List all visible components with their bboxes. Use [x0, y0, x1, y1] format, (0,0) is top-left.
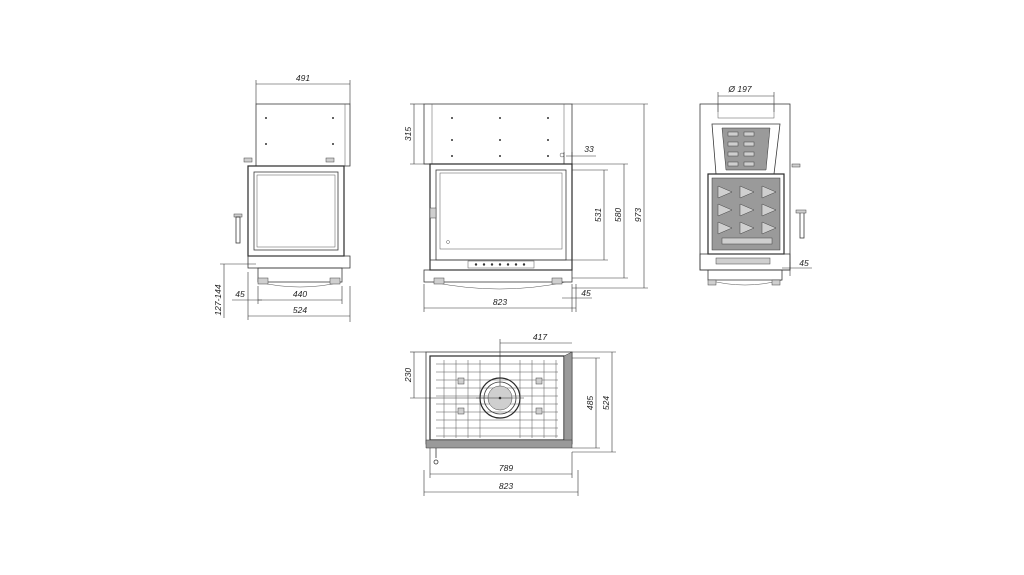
- label-485: 485: [585, 396, 595, 410]
- dim-step: 33: [563, 144, 596, 164]
- handle-icon-main: [429, 207, 437, 219]
- door-frame: [247, 165, 345, 257]
- label-524-left: 524: [293, 305, 307, 315]
- handle-icon: [233, 213, 243, 218]
- dim-plan-total-depth: 524: [572, 351, 616, 453]
- label-230: 230: [403, 368, 413, 383]
- baffle: [721, 127, 771, 171]
- upper-casing: [255, 103, 351, 167]
- dim-left-foot: 45: [232, 272, 262, 320]
- label-524-plan: 524: [601, 396, 611, 410]
- view-front-left: 491 127-144 45: [213, 73, 351, 322]
- handle-icon-plan: [433, 459, 439, 465]
- dim-side-foot: 45: [782, 258, 812, 276]
- label-491: 491: [296, 73, 310, 83]
- dim-plan-inner-width: 789: [429, 448, 573, 478]
- label-531: 531: [593, 208, 603, 222]
- dim-flue: Ø 197: [717, 84, 775, 112]
- dim-top-width: 491: [255, 73, 351, 104]
- label-580: 580: [613, 208, 623, 222]
- dim-main-width: 823: [423, 284, 577, 312]
- label-127-144: 127-144: [213, 284, 223, 315]
- label-973: 973: [633, 208, 643, 222]
- handle-icon-side: [791, 163, 801, 168]
- door-frame-main: [429, 163, 573, 271]
- label-45-left: 45: [235, 289, 245, 299]
- dim-door-height: 580: [572, 163, 628, 279]
- logo-icon: [446, 240, 450, 244]
- label-417: 417: [533, 332, 547, 342]
- dim-left-height: 127-144: [213, 263, 256, 318]
- dim-base-inner: 440: [257, 286, 343, 304]
- dim-plan-inner-depth: 485: [572, 357, 600, 449]
- label-33: 33: [584, 144, 594, 154]
- label-440: 440: [293, 289, 307, 299]
- dim-total-height: 973: [572, 103, 648, 289]
- dim-plan-total-width: 823: [423, 470, 579, 496]
- dim-glass-height: 531: [572, 169, 608, 261]
- view-front-main: 315 33 531 580 973 45: [403, 103, 648, 312]
- view-plan: 417 230: [403, 332, 616, 496]
- label-45-main: 45: [581, 288, 591, 298]
- label-789: 789: [499, 463, 513, 473]
- dim-top-height: 315: [403, 103, 430, 165]
- label-flue-diameter: Ø 197: [727, 84, 751, 94]
- upper-casing-main: [423, 103, 573, 165]
- label-315: 315: [403, 127, 413, 141]
- label-823-main: 823: [493, 297, 507, 307]
- dim-main-foot: 45: [562, 284, 592, 312]
- label-823-plan: 823: [499, 481, 513, 491]
- dim-base-total: 524: [248, 286, 351, 322]
- view-side-right: Ø 197: [699, 84, 812, 286]
- label-45-side: 45: [799, 258, 809, 268]
